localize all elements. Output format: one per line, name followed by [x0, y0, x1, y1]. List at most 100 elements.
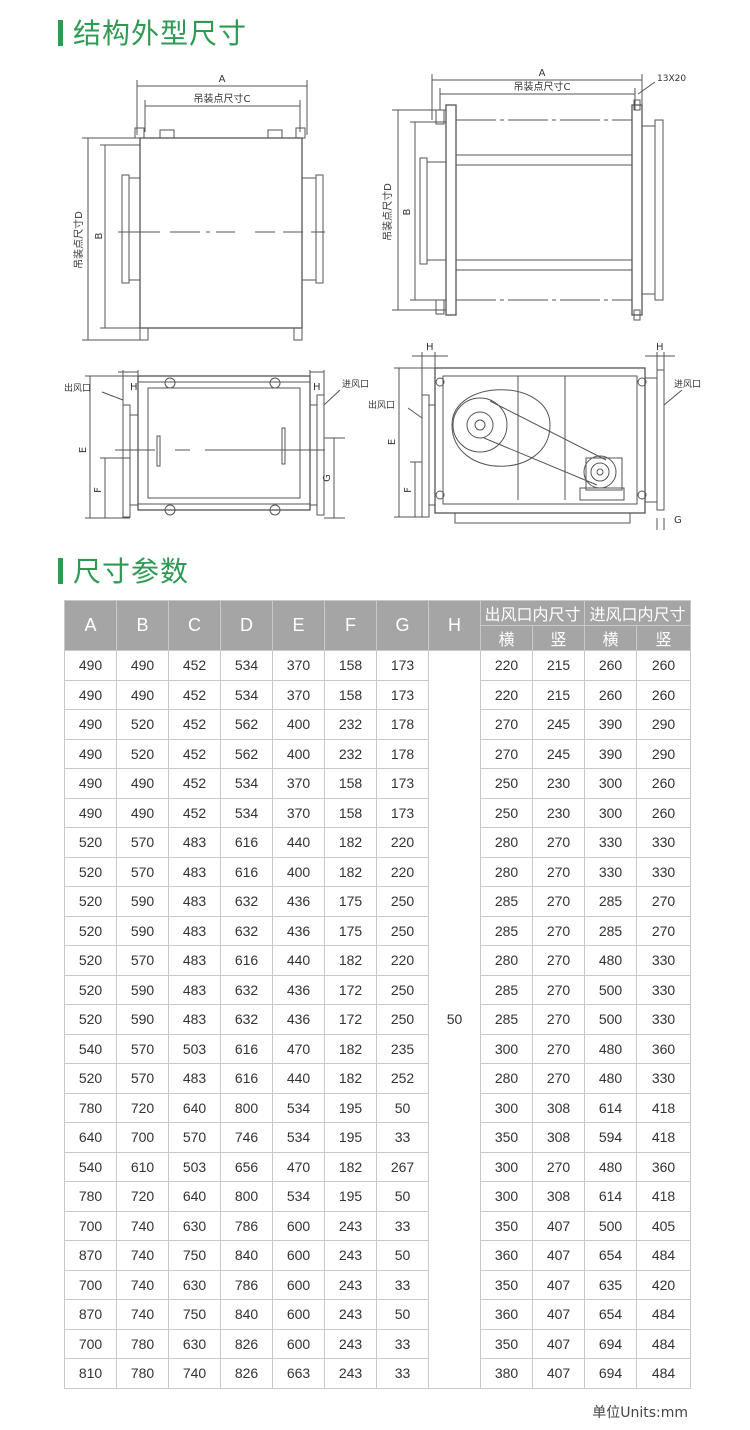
table-cell: 173: [376, 679, 429, 710]
table-cell: 484: [636, 1240, 692, 1271]
table-cell: 483: [168, 945, 221, 976]
table-cell: 270: [480, 738, 533, 769]
table-cell: 308: [531, 1122, 586, 1153]
table-cell: 484: [636, 1358, 692, 1389]
table-cell: 632: [220, 915, 273, 946]
table-cell: 172: [324, 1004, 377, 1035]
table-cell: 182: [324, 945, 377, 976]
table-cell: 250: [376, 915, 429, 946]
table-cell: 630: [168, 1210, 221, 1241]
table-cell: 158: [324, 768, 377, 799]
table-cell: 663: [272, 1358, 325, 1389]
table-cell: 370: [272, 679, 325, 710]
table-cell: 330: [636, 945, 692, 976]
table-cell: 330: [636, 856, 692, 887]
subheader-outlet-width: 横: [480, 625, 533, 651]
table-cell: 260: [636, 797, 692, 828]
table-cell: 173: [376, 650, 429, 681]
table-cell: 360: [480, 1299, 533, 1330]
table-cell: 452: [168, 679, 221, 710]
table-cell: 418: [636, 1122, 692, 1153]
table-cell: 614: [584, 1092, 638, 1123]
table-cell: 230: [531, 768, 586, 799]
table-cell: 490: [116, 650, 169, 681]
table-cell: 308: [531, 1181, 586, 1212]
table-cell: 300: [584, 768, 638, 799]
table-cell: 503: [168, 1151, 221, 1182]
table-cell: 800: [220, 1092, 273, 1123]
table-cell: 280: [480, 1063, 533, 1094]
table-cell: 285: [480, 915, 533, 946]
table-cell: 173: [376, 768, 429, 799]
table-cell: 407: [531, 1328, 586, 1359]
table-cell: 300: [480, 1151, 533, 1182]
table-cell: 616: [220, 1063, 273, 1094]
drawing3-label-inlet: 进风口: [342, 379, 369, 390]
table-cell: 436: [272, 886, 325, 917]
table-cell: 270: [480, 709, 533, 740]
table-cell: 520: [64, 856, 117, 887]
table-cell: 570: [116, 945, 169, 976]
header-d: D: [220, 600, 273, 651]
table-cell: 590: [116, 1004, 169, 1035]
table-cell: 250: [376, 974, 429, 1005]
units-note: 单位Units:mm: [592, 1405, 688, 1421]
table-cell: 594: [584, 1122, 638, 1153]
table-cell: 520: [64, 974, 117, 1005]
table-cell: 635: [584, 1269, 638, 1300]
header-outlet-group: 出风口内尺寸: [479, 600, 586, 626]
table-cell: 480: [584, 1063, 638, 1094]
table-cell: 436: [272, 1004, 325, 1035]
table-cell: 483: [168, 915, 221, 946]
table-cell: 270: [531, 1063, 586, 1094]
table-cell: 500: [584, 974, 638, 1005]
table-cell: 420: [636, 1269, 692, 1300]
table-cell: 490: [64, 738, 117, 769]
table-cell: 418: [636, 1181, 692, 1212]
table-cell: 360: [636, 1033, 692, 1064]
table-cell: 220: [376, 827, 429, 858]
table-cell: 480: [584, 1151, 638, 1182]
table-cell: 220: [376, 945, 429, 976]
table-cell: 483: [168, 856, 221, 887]
table-cell: 250: [480, 797, 533, 828]
table-cell: 250: [376, 1004, 429, 1035]
drawing3-label-f: F: [93, 487, 104, 493]
table-cell: 632: [220, 1004, 273, 1035]
table-cell: 270: [531, 827, 586, 858]
drawing1-label-a: A: [219, 74, 226, 85]
table-cell: 440: [272, 1063, 325, 1094]
table-cell: 570: [116, 827, 169, 858]
table-cell: 350: [480, 1122, 533, 1153]
table-cell: 400: [272, 856, 325, 887]
table-cell: 300: [480, 1033, 533, 1064]
table-cell: 175: [324, 886, 377, 917]
table-cell: 740: [116, 1240, 169, 1271]
table-cell: 780: [116, 1328, 169, 1359]
table-cell: 182: [324, 1063, 377, 1094]
subheader-inlet-width: 横: [584, 625, 638, 651]
table-cell: 285: [584, 886, 638, 917]
table-cell: 490: [64, 709, 117, 740]
drawing2-label-b: B: [402, 208, 413, 215]
table-cell: 260: [636, 679, 692, 710]
table-cell: 330: [584, 827, 638, 858]
structure-drawings: A 吊装点尺寸C 吊装点尺寸D B A 吊装点尺寸C 13X20 吊装点尺寸D …: [60, 60, 700, 530]
table-cell: 178: [376, 738, 429, 769]
table-cell: 570: [116, 1033, 169, 1064]
table-cell: 746: [220, 1122, 273, 1153]
table-cell: 534: [272, 1092, 325, 1123]
table-cell: 380: [480, 1358, 533, 1389]
table-cell: 175: [324, 915, 377, 946]
table-cell: 436: [272, 915, 325, 946]
table-cell: 405: [636, 1210, 692, 1241]
table-cell: 534: [220, 768, 273, 799]
